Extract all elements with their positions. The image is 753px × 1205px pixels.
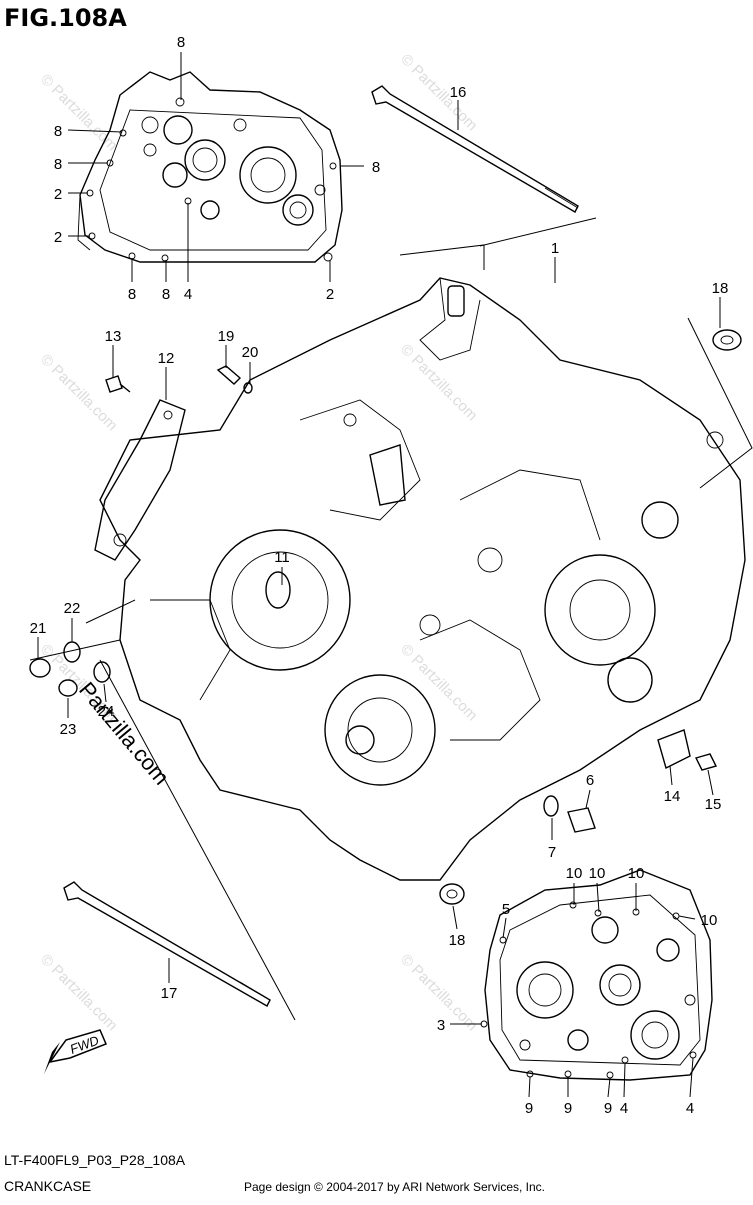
watermark-text: © Partzilla.com [397, 341, 480, 424]
callout-10: 10 [566, 865, 583, 882]
callout-15: 15 [705, 796, 722, 813]
callout-20: 20 [242, 344, 259, 361]
fitting-23 [58, 679, 78, 697]
callout-11: 11 [274, 549, 290, 566]
callout-8: 8 [54, 123, 62, 140]
callout-19: 19 [218, 328, 235, 345]
callout-8: 8 [177, 34, 185, 51]
callout-1: 1 [551, 240, 559, 257]
callout-leaders [37, 52, 721, 1098]
callout-8: 8 [54, 156, 62, 173]
callout-8: 8 [128, 286, 136, 303]
watermark-text: © Partzilla.com [397, 51, 480, 134]
callout-2: 2 [326, 286, 334, 303]
callout-5: 5 [502, 901, 510, 918]
callout-14: 14 [664, 788, 681, 805]
callout-4: 4 [686, 1100, 694, 1117]
callout-24: 24 [98, 703, 115, 720]
fitting-19 [216, 365, 242, 385]
callout-3: 3 [437, 1017, 445, 1034]
crankcase-right-inset [480, 869, 713, 1081]
crankcase-left-inset [77, 71, 343, 263]
callout-18: 18 [449, 932, 466, 949]
copyright-credit: Page design © 2004-2017 by ARI Network S… [244, 1180, 546, 1194]
figure-title: FIG.108A [4, 4, 127, 32]
callout-9: 9 [564, 1100, 572, 1117]
watermark-large: Partzilla.com [74, 677, 174, 790]
callout-13: 13 [105, 328, 122, 345]
bolt-17 [63, 881, 271, 1007]
washer-7 [543, 795, 559, 817]
callout-7: 7 [548, 844, 556, 861]
guide-lines [29, 217, 753, 1021]
watermark-text: © Partzilla.com [37, 951, 120, 1034]
callout-16: 16 [450, 84, 467, 101]
callout-6: 6 [586, 772, 594, 789]
callout-23: 23 [60, 721, 77, 738]
crankcase-main [99, 277, 746, 881]
callout-9: 9 [604, 1100, 612, 1117]
plate-14 [657, 729, 691, 770]
callout-10: 10 [628, 865, 645, 882]
nut-18-lower [439, 883, 465, 905]
bracket-12 [94, 399, 186, 561]
watermark-text: © Partzilla.com [37, 351, 120, 434]
callout-2: 2 [54, 186, 62, 203]
callout-2: 2 [54, 229, 62, 246]
plug-21 [29, 658, 51, 678]
oring-24 [93, 661, 111, 683]
callout-12: 12 [158, 350, 175, 367]
bolt-13 [105, 375, 131, 393]
model-code: LT-F400FL9_P03_P28_108A [4, 1152, 186, 1168]
fwd-arrow-icon: FWD [44, 1029, 107, 1074]
callout-10: 10 [701, 912, 718, 929]
callout-8: 8 [162, 286, 170, 303]
section-name: CRANKCASE [4, 1178, 92, 1194]
callout-4: 4 [184, 286, 192, 303]
bolt-6 [567, 807, 596, 833]
watermark-text: © Partzilla.com [37, 71, 120, 154]
bolt-16 [371, 85, 579, 213]
callout-21: 21 [30, 620, 47, 637]
bolt-15 [694, 753, 718, 771]
watermark-text: © Partzilla.com [397, 641, 480, 724]
watermark-layer: © Partzilla.com © Partzilla.com © Partzi… [37, 51, 480, 1034]
callout-4: 4 [620, 1100, 628, 1117]
callout-9: 9 [525, 1100, 533, 1117]
callout-22: 22 [64, 600, 81, 617]
callout-18: 18 [712, 280, 729, 297]
callout-numbers: 8 8 8 8 2 2 8 8 4 2 16 1 18 13 19 20 12 … [30, 34, 729, 1117]
callout-10: 10 [589, 865, 606, 882]
oring-20 [243, 382, 253, 394]
nut-18-upper [712, 329, 742, 351]
callout-17: 17 [161, 985, 178, 1002]
callout-8: 8 [372, 159, 380, 176]
